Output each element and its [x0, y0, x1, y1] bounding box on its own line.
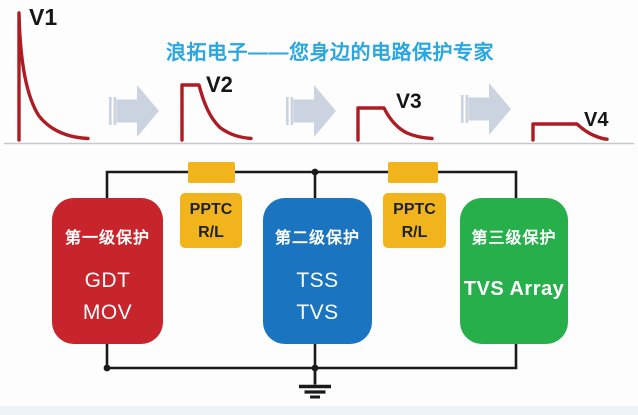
stage-2-device-tvs: TVS	[296, 301, 339, 324]
waveform-label-v2: V2	[206, 72, 233, 97]
v2-surge-waveform	[180, 83, 253, 142]
ground-icon	[299, 368, 331, 399]
arrow-right-icon	[286, 85, 336, 137]
bottom-edge-strip	[0, 406, 638, 415]
stage-3-title: 第三级保护	[471, 230, 557, 247]
stage-1-title: 第一级保护	[64, 230, 150, 247]
series-component-label-2: PPTC R/L	[383, 193, 446, 248]
series-component-label-1: PPTC R/L	[180, 193, 242, 248]
top-bus-wire	[105, 170, 518, 200]
stage-1-box: 第一级保护 GDT MOV	[52, 198, 163, 344]
v1-surge-waveform	[17, 11, 90, 142]
waveform-label-v1: V1	[29, 4, 58, 30]
arrow-right-icon	[461, 83, 511, 135]
page-title: 浪拓电子——您身边的电路保护专家	[166, 42, 494, 64]
component-line: PPTC	[189, 200, 233, 218]
stage-3-device-tvs-array: TVS Array	[463, 278, 565, 300]
junction-dot	[311, 168, 319, 176]
stage-2-box: 第二级保护 TSS TVS	[263, 198, 372, 344]
stage-1-device-gdt: GDT	[84, 269, 131, 292]
arrow-right-icon	[109, 85, 159, 137]
stage-2-title: 第二级保护	[274, 230, 360, 247]
bottom-bus-wire	[105, 342, 518, 370]
component-line: R/L	[198, 223, 224, 241]
junction-dot	[103, 364, 111, 372]
waveform-label-v4: V4	[584, 109, 609, 131]
v4-surge-waveform	[531, 122, 609, 142]
waveform-label-v3: V3	[396, 90, 422, 113]
v3-surge-waveform	[356, 106, 434, 142]
series-element-1	[188, 162, 235, 183]
stage-3-box: 第三级保护 TVS Array	[460, 198, 568, 344]
series-element-2	[388, 162, 438, 183]
stage-1-device-mov: MOV	[82, 301, 133, 324]
component-line: PPTC	[393, 200, 436, 218]
component-line: R/L	[401, 223, 428, 241]
stage-2-device-tss: TSS	[296, 269, 339, 292]
